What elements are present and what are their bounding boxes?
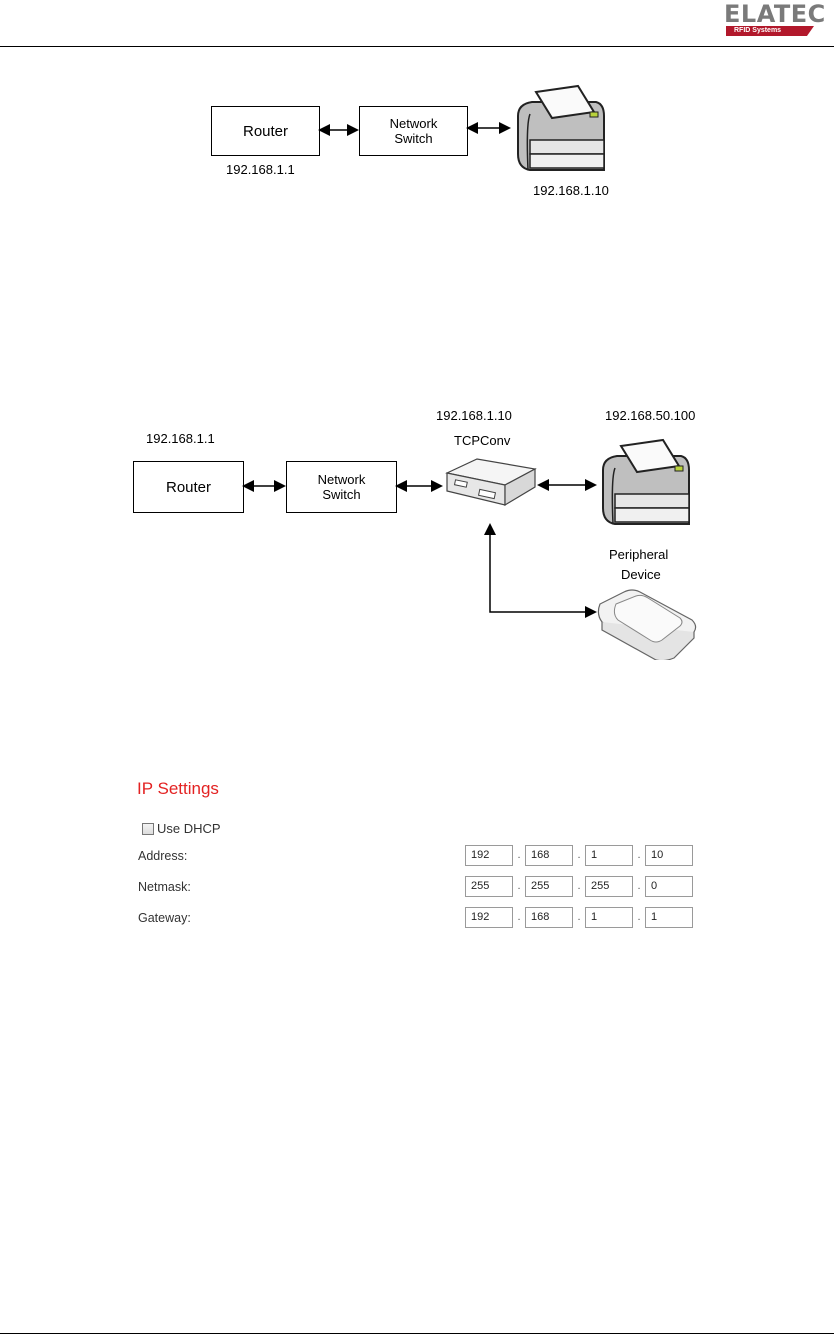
address-label: Address: [138,849,187,863]
use-dhcp-option[interactable]: Use DHCP [142,821,221,836]
octet-separator: . [573,907,585,928]
octet-separator: . [573,876,585,897]
octet-separator: . [513,907,525,928]
address-octet-2[interactable]: 168 [525,845,573,866]
netmask-octet-2[interactable]: 255 [525,876,573,897]
diagram2-arrows [0,380,834,640]
octet-separator: . [633,845,645,866]
netmask-octet-1[interactable]: 255 [465,876,513,897]
octet-separator: . [573,845,585,866]
tcpconv-peripheral-arrow [490,526,594,612]
gateway-octet-1[interactable]: 192 [465,907,513,928]
gateway-octets: 192 . 168 . 1 . 1 [465,907,693,928]
printer-ip: 192.168.1.10 [533,183,609,198]
octet-separator: . [513,845,525,866]
address-octet-4[interactable]: 10 [645,845,693,866]
ip-settings-title: IP Settings [137,779,219,799]
netmask-octet-3[interactable]: 255 [585,876,633,897]
octet-separator: . [633,876,645,897]
footer-divider [0,1333,834,1334]
use-dhcp-checkbox[interactable] [142,823,154,835]
netmask-octet-4[interactable]: 0 [645,876,693,897]
use-dhcp-label: Use DHCP [157,821,221,836]
octet-separator: . [633,907,645,928]
address-octets: 192 . 168 . 1 . 10 [465,845,693,866]
printer-icon [512,84,608,180]
gateway-octet-2[interactable]: 168 [525,907,573,928]
diagram1-arrows [0,0,834,260]
address-octet-1[interactable]: 192 [465,845,513,866]
gateway-label: Gateway: [138,911,191,925]
gateway-octet-4[interactable]: 1 [645,907,693,928]
address-octet-3[interactable]: 1 [585,845,633,866]
netmask-octets: 255 . 255 . 255 . 0 [465,876,693,897]
netmask-label: Netmask: [138,880,191,894]
gateway-octet-3[interactable]: 1 [585,907,633,928]
octet-separator: . [513,876,525,897]
